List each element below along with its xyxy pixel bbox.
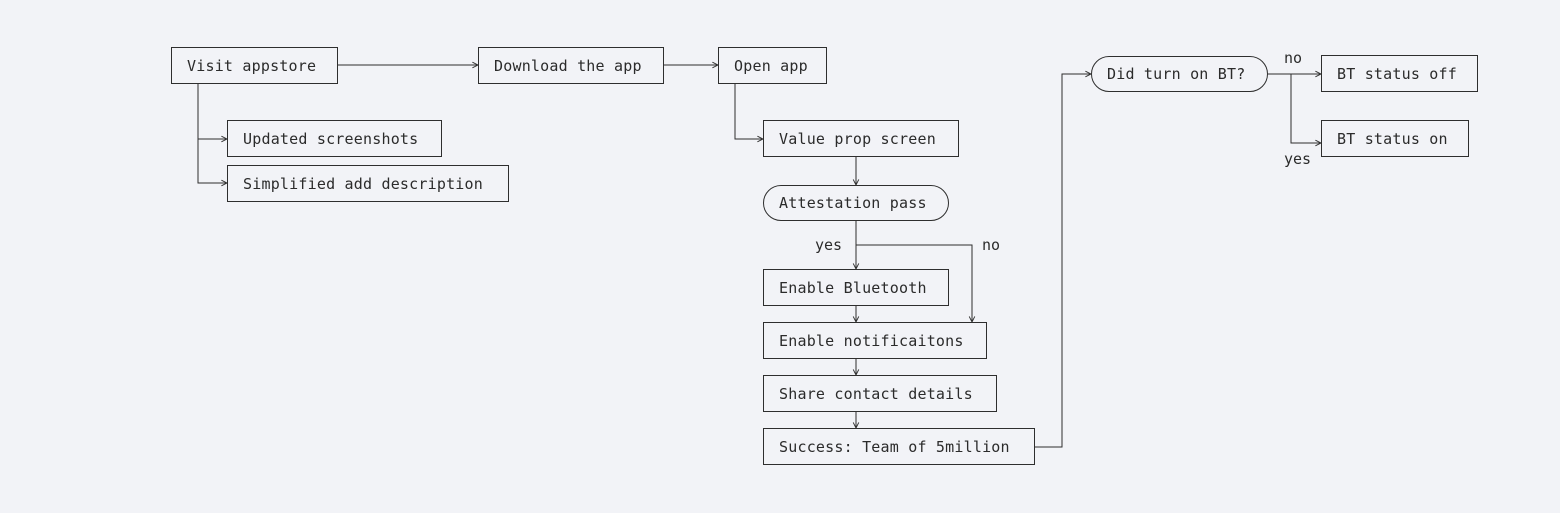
- enable-notifications-node: Enable notificaitons: [763, 322, 987, 359]
- attestation-yes-label: yes: [815, 236, 843, 254]
- edge-visit-to-description: [197, 139, 227, 183]
- share-contact-node: Share contact details: [763, 375, 997, 412]
- download-app-node: Download the app: [478, 47, 664, 84]
- edge-success-to-bt-decision: [1035, 74, 1091, 448]
- enable-bluetooth-node: Enable Bluetooth: [763, 269, 949, 306]
- edge-open-to-valueprop: [734, 84, 763, 139]
- visit-appstore-node: Visit appstore: [171, 47, 338, 84]
- bt-status-off-node: BT status off: [1321, 55, 1478, 92]
- bt-yes-label: yes: [1284, 150, 1312, 168]
- bt-status-on-node: BT status on: [1321, 120, 1469, 157]
- attestation-no-label: no: [982, 236, 1001, 254]
- edge-visit-to-screenshots: [197, 84, 227, 139]
- simplified-description-node: Simplified add description: [227, 165, 509, 202]
- edge-bt-yes: [1290, 74, 1321, 143]
- attestation-pass-node: Attestation pass: [763, 185, 949, 221]
- success-node: Success: Team of 5million: [763, 428, 1035, 465]
- bt-decision-node: Did turn on BT?: [1091, 56, 1268, 92]
- open-app-node: Open app: [718, 47, 827, 84]
- updated-screenshots-node: Updated screenshots: [227, 120, 442, 157]
- bt-no-label: no: [1284, 49, 1303, 67]
- value-prop-node: Value prop screen: [763, 120, 959, 157]
